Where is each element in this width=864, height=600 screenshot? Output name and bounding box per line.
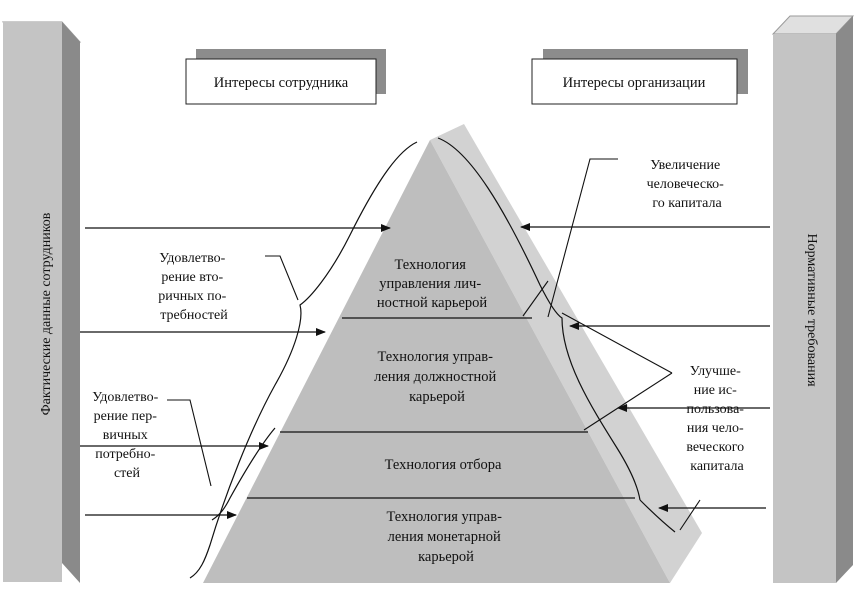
leader-increase-capital xyxy=(547,158,618,318)
employee-interests-box: Интересы сотрудника xyxy=(185,49,386,105)
employee-interests-label: Интересы сотрудника xyxy=(214,75,349,91)
leader-secondary-needs xyxy=(265,255,299,301)
tier-monetary-career: Технология управ- ления монетарной карье… xyxy=(386,509,505,565)
label-primary-needs: Удовлетво- рение пер- вичных потребно- с… xyxy=(92,390,162,481)
left-pillar: Фактические данные сотрудников xyxy=(1,21,82,583)
organization-interests-label: Интересы организации xyxy=(563,75,706,91)
right-pillar-label: Нормативные требования xyxy=(804,233,819,387)
organization-interests-box: Интересы организации xyxy=(531,49,748,105)
leader-improve-use xyxy=(561,312,673,374)
leader-top-tier xyxy=(522,280,549,317)
label-improve-use: Улучше- ние ис- пользова- ния чело- вече… xyxy=(686,364,747,474)
brace-right-small xyxy=(639,499,676,533)
pyramid-side-face xyxy=(430,124,702,583)
right-pillar: Нормативные требования xyxy=(771,15,855,583)
leader-primary-needs xyxy=(167,399,212,487)
brace-right xyxy=(437,137,641,501)
tier-position-career: Технология управ- ления должностной карь… xyxy=(374,349,500,405)
label-secondary-needs: Удовлетво- рение вто- ричных по- требнос… xyxy=(158,251,230,323)
label-increase-capital: Увеличение человеческо- го капитала xyxy=(647,158,728,211)
pyramid-front-face xyxy=(203,140,670,583)
leader-improve-use-2 xyxy=(583,372,673,431)
brace-left-outer xyxy=(189,141,418,579)
left-pillar-label: Фактические данные сотрудников xyxy=(39,212,54,415)
leader-improve-use-3 xyxy=(679,499,701,531)
pyramid xyxy=(203,124,702,583)
tier-selection: Технология отбора xyxy=(385,457,502,473)
tier-personal-career: Технология управления лич- ностной карье… xyxy=(377,257,488,311)
